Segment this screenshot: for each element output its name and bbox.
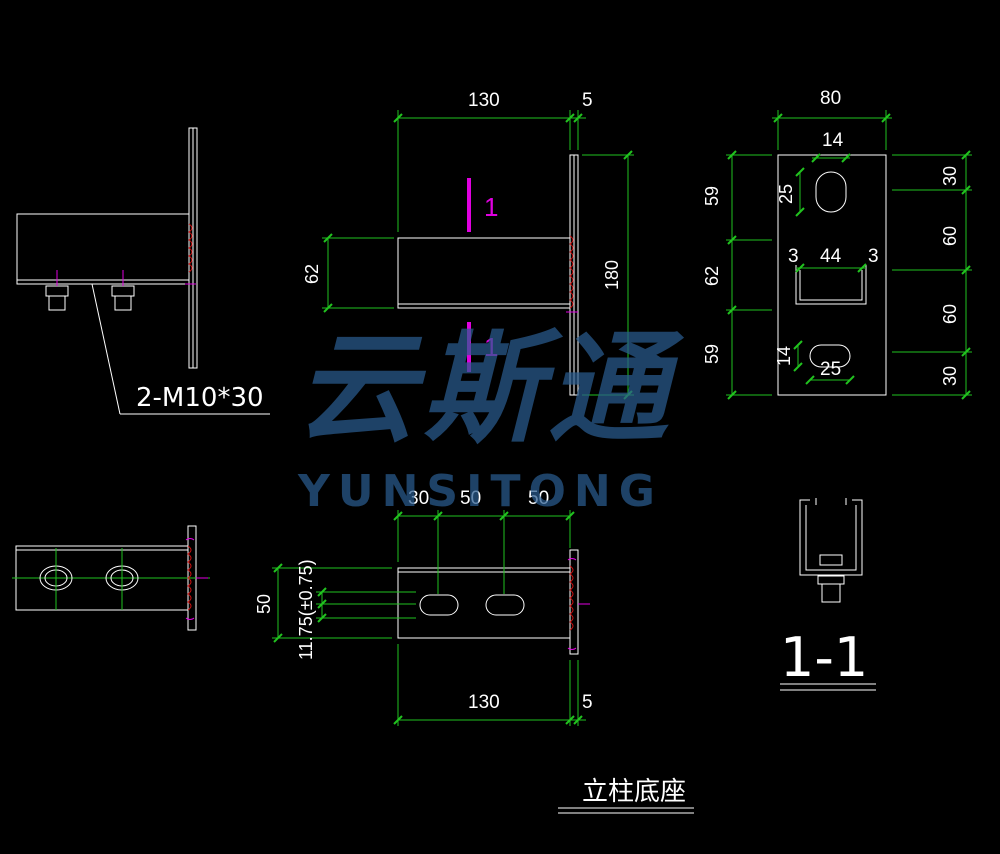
bolt-right [111, 270, 135, 311]
dim-plan-50a: 50 [460, 488, 481, 509]
dim-end-14-bottom: 14 [774, 346, 794, 366]
side-view: 2-M10*30 [16, 127, 270, 415]
dim-end-60-top: 60 [940, 226, 960, 246]
dim-end-25-bottom: 25 [820, 359, 841, 380]
cut-mark-top: 1 [484, 192, 498, 222]
dim-front-180: 180 [602, 260, 622, 290]
plan-view-center: 30 50 50 50 11.75(±0.75) 130 5 [254, 488, 593, 726]
watermark-chinese: 云斯通 [296, 320, 674, 459]
dim-end-59-bottom: 59 [702, 344, 722, 364]
dim-end-30-bottom: 30 [940, 366, 960, 386]
dim-plan-50b: 50 [528, 488, 549, 509]
cut-mark-bottom: 1 [484, 332, 498, 362]
section-label: 1-1 [780, 626, 868, 689]
dim-plan-tolerance: 11.75(±0.75) [296, 559, 316, 660]
watermark-english: YUNSITONG [298, 466, 663, 517]
end-view: 80 14 25 59 62 59 30 60 60 30 [702, 88, 972, 400]
dim-end-44: 44 [820, 246, 842, 267]
dim-plan-5: 5 [582, 692, 593, 713]
drawing-title-block: 立柱底座 [558, 777, 694, 814]
dim-end-62: 62 [702, 266, 722, 286]
plan-view-left [12, 525, 210, 631]
dim-plan-130: 130 [468, 692, 500, 713]
dim-end-3-left: 3 [788, 246, 799, 267]
dim-end-30-top: 30 [940, 166, 960, 186]
front-view: 1 1 130 5 62 180 [302, 90, 634, 400]
dim-end-3-right: 3 [868, 246, 879, 267]
dim-end-14: 14 [822, 130, 844, 151]
bolt-left [45, 270, 69, 311]
dim-front-width: 130 [468, 90, 500, 111]
drawing-title: 立柱底座 [582, 777, 686, 807]
dim-front-62: 62 [302, 264, 322, 284]
bolt-callout: 2-M10*30 [136, 383, 264, 413]
dim-plan-50-left: 50 [254, 594, 274, 614]
dim-end-60-bottom: 60 [940, 304, 960, 324]
dim-end-25: 25 [776, 184, 796, 204]
dim-plan-30: 30 [408, 488, 429, 509]
dim-end-80: 80 [820, 88, 841, 109]
dim-front-plate: 5 [582, 90, 593, 111]
dim-end-59-top: 59 [702, 186, 722, 206]
section-1-1: 1-1 [780, 498, 876, 691]
